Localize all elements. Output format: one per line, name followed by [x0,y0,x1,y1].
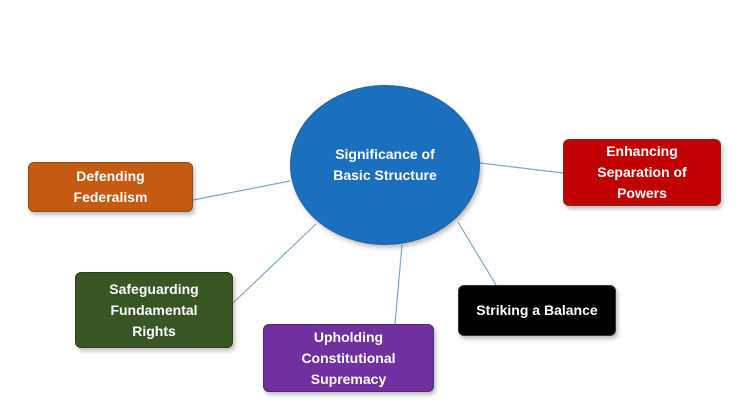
node-defending-federalism: Defending Federalism [28,162,193,212]
central-topic-line-1: Significance of [335,146,435,162]
central-topic-line-2: Basic Structure [333,167,437,183]
node-supremacy-line-2: Constitutional [301,349,396,366]
node-upholding-constitutional-supremacy: Upholding Constitutional Supremacy [263,324,434,392]
connector-federalism [192,180,291,201]
node-rights-line-3: Rights [132,322,176,339]
node-rights-line-1: Safeguarding [109,280,199,297]
node-supremacy-line-3: Supremacy [310,370,387,387]
node-separation-line-1: Enhancing [606,143,678,159]
central-topic-ellipse: Significance of Basic Structure [290,85,480,245]
node-supremacy-line-1: Upholding [313,328,384,345]
node-rights-line-2: Fundamental [110,301,198,318]
node-balance-line-1: Striking a Balance [476,302,598,318]
node-separation-line-2: Separation of [597,164,687,180]
node-federalism-line-1: Defending [76,168,145,184]
connector-rights [232,223,317,304]
connector-supremacy [394,244,403,325]
connector-separation [479,162,564,174]
node-safeguarding-fundamental-rights: Safeguarding Fundamental Rights [75,272,233,348]
node-separation-line-3: Powers [617,185,667,201]
node-enhancing-separation-of-powers: Enhancing Separation of Powers [563,139,721,206]
node-striking-a-balance: Striking a Balance [458,285,616,336]
node-federalism-line-2: Federalism [73,189,148,205]
connector-balance [457,221,497,286]
